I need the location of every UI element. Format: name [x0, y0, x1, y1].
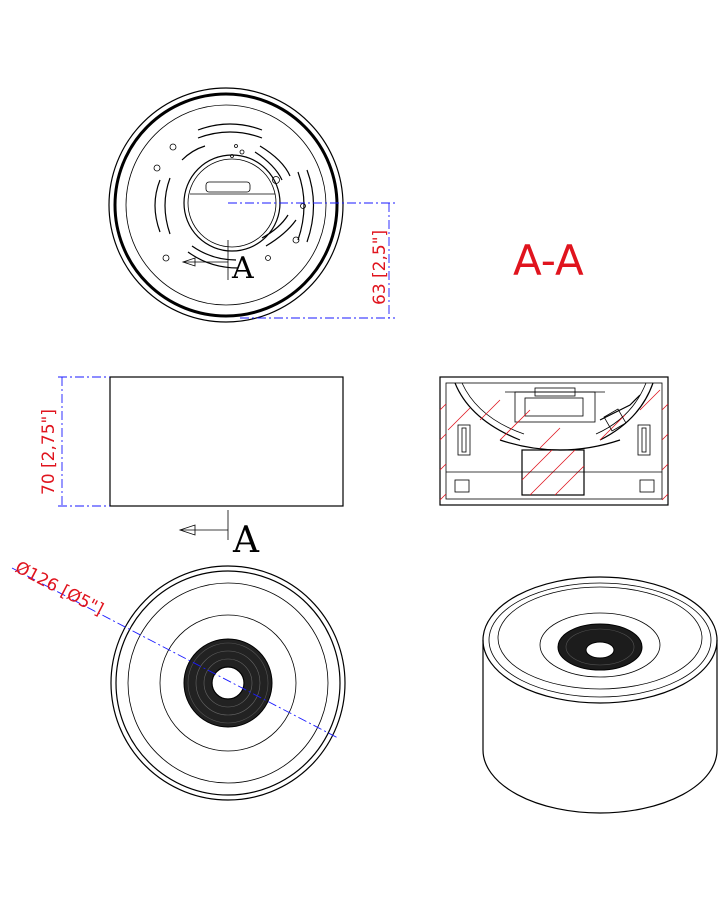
dim-height-front: 70 [2,75"]	[39, 409, 59, 495]
dim-diameter: Ø126 [Ø5"]	[12, 558, 107, 620]
section-view	[439, 376, 669, 506]
bottom-view: Ø126 [Ø5"]	[12, 558, 346, 801]
iso-view	[482, 576, 718, 814]
dim-height-top: 63 [2,5"]	[370, 230, 390, 305]
front-view: 70 [2,75"] A	[39, 376, 344, 561]
top-view: A 63 [2,5"]	[108, 87, 395, 323]
section-title: A-A	[513, 236, 584, 285]
section-marker-top: A	[231, 251, 254, 286]
section-marker-front: A	[232, 520, 260, 561]
